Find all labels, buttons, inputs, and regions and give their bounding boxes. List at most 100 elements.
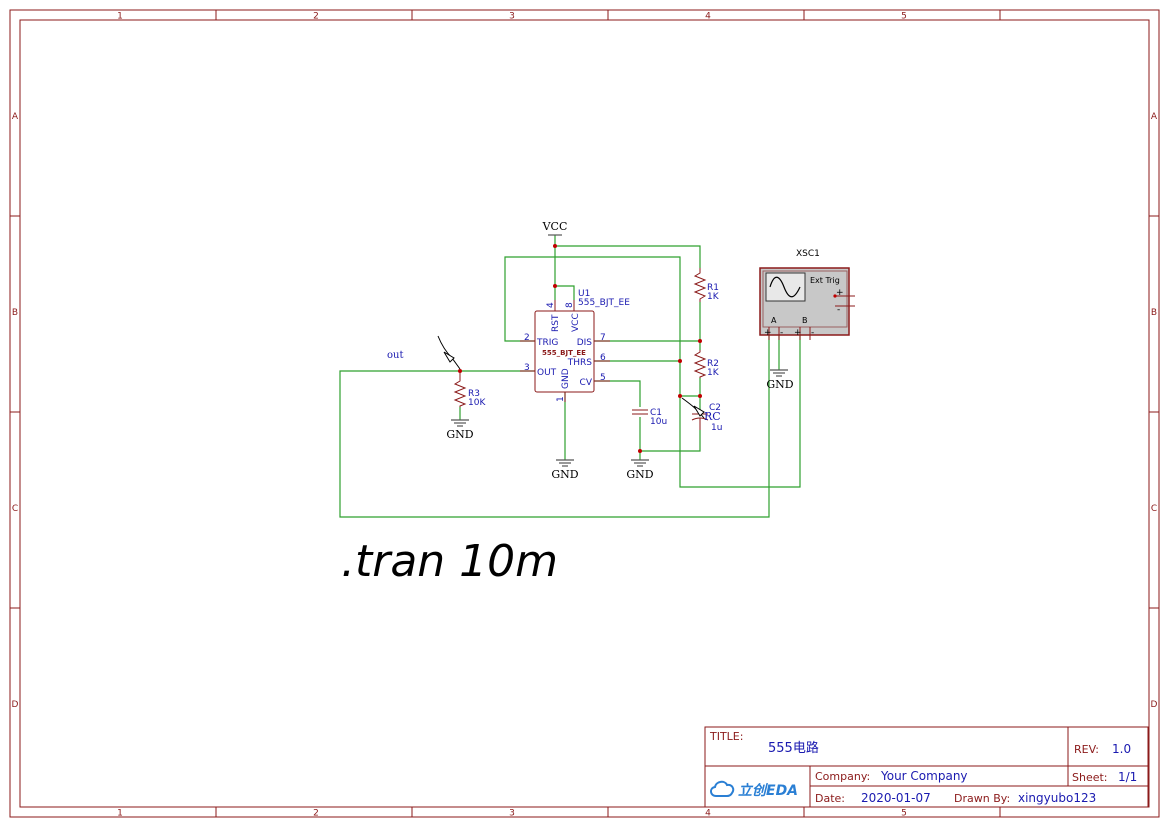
c1-value: 10u <box>650 417 667 427</box>
sheet-label: Sheet: <box>1072 771 1108 784</box>
drawing-frame: 1 2 3 4 5 1 2 3 4 5 A B C D A B C D <box>9 9 1160 819</box>
u1-pin-num-3: 3 <box>524 363 530 373</box>
r3-value: 10K <box>468 398 486 408</box>
xsc1-ext-trig: Ext Trig <box>810 276 840 285</box>
junction-rc <box>678 394 682 398</box>
gnd-symbol-scope[interactable]: GND <box>766 369 794 391</box>
r3-ref: R3 <box>468 389 480 399</box>
r1-resistor[interactable]: R1 1K <box>693 268 720 302</box>
col-label-top-4: 4 <box>705 12 711 22</box>
gnd-label-scope: GND <box>766 378 793 391</box>
col-label-bottom-5: 5 <box>901 809 907 819</box>
xsc1-ref: XSC1 <box>796 249 820 259</box>
logo-text: 立创EDA <box>738 782 798 799</box>
rc-net-label: RC <box>704 410 721 423</box>
row-label-right-a: A <box>1151 112 1158 122</box>
date-value[interactable]: 2020-01-07 <box>861 791 931 805</box>
u1-pin-num-6: 6 <box>600 353 606 363</box>
col-label-top-2: 2 <box>313 12 319 22</box>
u1-555-timer[interactable]: U1 555_BJT_EE 555_BJT_EE RST VCC TRIG OU… <box>520 289 630 402</box>
wire-c2-bottom[interactable] <box>640 430 701 452</box>
svg-text:-: - <box>811 328 814 338</box>
wire-trig-loop[interactable] <box>504 256 681 396</box>
lceda-logo: 立创EDA <box>710 780 798 799</box>
u1-pin-trig: TRIG <box>536 338 558 348</box>
col-label-top-5: 5 <box>901 12 907 22</box>
wire-rst-to-vcc-pin[interactable] <box>555 285 575 300</box>
gnd-symbol-u1[interactable]: GND <box>551 459 579 481</box>
u1-ref: U1 <box>578 289 590 299</box>
title-label: TITLE: <box>709 730 743 743</box>
r3-resistor[interactable]: R3 10K <box>453 373 486 408</box>
junction-out <box>458 369 462 373</box>
col-label-top-3: 3 <box>509 12 515 22</box>
col-label-top-1: 1 <box>117 12 123 22</box>
u1-pin-num-4: 4 <box>546 302 556 308</box>
wire-cv-c1[interactable] <box>594 380 641 407</box>
out-probe[interactable]: out <box>387 335 461 370</box>
row-label-right-c: C <box>1151 504 1157 514</box>
junctions <box>458 244 802 453</box>
c2-ref: C2 <box>709 403 721 413</box>
out-net-label: out <box>387 350 403 361</box>
rev-label: REV: <box>1074 743 1099 756</box>
wire-rc-to-scope-b[interactable] <box>679 327 801 488</box>
company-label: Company: <box>815 770 870 783</box>
drawn-by-value[interactable]: xingyubo123 <box>1018 791 1096 805</box>
r2-ref: R2 <box>707 359 719 369</box>
row-label-left-a: A <box>12 112 19 122</box>
r2-resistor[interactable]: R2 1K <box>693 350 720 378</box>
u1-value: 555_BJT_EE <box>578 298 630 308</box>
title-value[interactable]: 555电路 <box>768 740 819 756</box>
u1-pin-rst: RST <box>551 314 561 332</box>
col-label-bottom-3: 3 <box>509 809 515 819</box>
wire-vcc-to-r1[interactable] <box>554 235 701 268</box>
col-label-bottom-1: 1 <box>117 809 123 819</box>
vcc-symbol[interactable]: VCC <box>542 220 568 236</box>
gnd-label-c1: GND <box>626 468 653 481</box>
junction-vcc <box>553 244 557 248</box>
company-value[interactable]: Your Company <box>880 769 968 783</box>
row-label-left-c: C <box>12 504 18 514</box>
r1-value: 1K <box>707 292 720 302</box>
svg-text:+: + <box>764 328 772 338</box>
svg-text:-: - <box>780 328 783 338</box>
rc-probe[interactable]: RC <box>681 397 721 423</box>
svg-text:-: - <box>837 305 840 315</box>
c2-value: 1u <box>711 423 722 433</box>
junction-c2 <box>698 394 702 398</box>
junction-c1-gnd <box>638 449 642 453</box>
wire-out-to-scope-a[interactable] <box>339 327 770 518</box>
drawn-by-label: Drawn By: <box>954 792 1010 805</box>
row-label-right-b: B <box>1151 308 1157 318</box>
u1-pin-num-2: 2 <box>524 333 530 343</box>
r2-value: 1K <box>707 368 720 378</box>
xsc1-channel-b: B <box>802 316 808 325</box>
spice-directive[interactable]: .tran 10m <box>341 536 558 587</box>
u1-pin-num-7: 7 <box>600 333 606 343</box>
u1-pin-gnd: GND <box>561 368 571 389</box>
u1-pin-num-5: 5 <box>600 373 606 383</box>
r1-ref: R1 <box>707 283 719 293</box>
gnd-symbol-r3[interactable]: GND <box>446 419 474 441</box>
junction-rst <box>553 284 557 288</box>
gnd-label-r3: GND <box>446 428 473 441</box>
u1-pin-vcc: VCC <box>571 313 581 332</box>
junction-dis <box>698 339 702 343</box>
u1-pin-out: OUT <box>537 368 557 378</box>
c1-capacitor[interactable]: C1 10u <box>632 408 667 427</box>
col-label-bottom-2: 2 <box>313 809 319 819</box>
gnd-symbol-c1[interactable]: GND <box>626 459 654 481</box>
row-label-left-d: D <box>12 700 19 710</box>
u1-pin-num-8: 8 <box>565 302 575 308</box>
c1-ref: C1 <box>650 408 662 418</box>
u1-pin-dis: DIS <box>577 338 593 348</box>
title-block: TITLE: 555电路 REV: 1.0 Company: Your Comp… <box>704 726 1149 808</box>
u1-pin-thrs: THRS <box>567 358 593 368</box>
gnd-label-u1: GND <box>551 468 578 481</box>
sheet-value[interactable]: 1/1 <box>1118 770 1137 784</box>
xsc1-channel-a: A <box>771 316 777 325</box>
xsc1-oscilloscope[interactable]: XSC1 Ext Trig A B + - + - + - <box>759 249 855 340</box>
rev-value[interactable]: 1.0 <box>1112 742 1131 756</box>
